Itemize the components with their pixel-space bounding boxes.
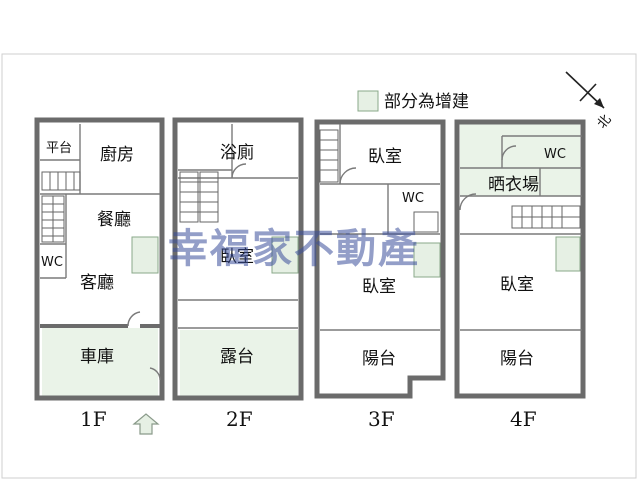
1f-room-dining: 餐廳 bbox=[97, 210, 131, 230]
3f-stairs bbox=[319, 129, 439, 233]
3f-room-balcony: 陽台 bbox=[362, 349, 396, 369]
1f-room-kitchen: 廚房 bbox=[100, 144, 134, 165]
1f-room-garage: 車庫 bbox=[80, 347, 114, 367]
1f-room-wc: WC bbox=[41, 255, 63, 270]
floor-3f: 臥室 WC 臥室 陽台 3F bbox=[314, 119, 446, 431]
3f-room-bedroom-2: 臥室 bbox=[362, 277, 396, 297]
floor-1f: 平台 廚房 餐廳 WC 客廳 車庫 1F bbox=[34, 117, 165, 435]
4f-room-laundry: 晒衣場 bbox=[488, 175, 539, 195]
1f-stairs bbox=[41, 171, 81, 243]
2f-stairs bbox=[179, 171, 219, 223]
1f-room-living: 客廳 bbox=[80, 273, 114, 293]
legend-swatch bbox=[357, 90, 379, 112]
1f-room-platform: 平台 bbox=[46, 141, 72, 156]
2f-room-bedroom: 臥室 bbox=[220, 247, 254, 267]
2f-label: 2F bbox=[226, 407, 253, 431]
4f-room-balcony: 陽台 bbox=[500, 349, 534, 369]
4f-label: 4F bbox=[510, 407, 537, 431]
2f-room-terrace: 露台 bbox=[220, 347, 254, 367]
2f-room-bath: 浴廁 bbox=[220, 142, 254, 163]
2f-terrace-green bbox=[180, 330, 298, 396]
3f-room-bedroom-1: 臥室 bbox=[368, 147, 402, 167]
compass-label: 北 bbox=[595, 112, 615, 132]
1f-green-patch bbox=[131, 236, 159, 274]
floor-4f: WC 晒衣場 臥室 陽台 4F bbox=[454, 119, 586, 431]
3f-label: 3F bbox=[368, 407, 395, 431]
outer-frame bbox=[1, 53, 637, 479]
floor-2f: 浴廁 臥室 露台 2F bbox=[172, 117, 304, 431]
1f-garage-green bbox=[42, 328, 158, 398]
entrance-arrow-icon bbox=[132, 413, 160, 435]
watermark-text: 幸福家不動產 bbox=[168, 226, 420, 272]
2f-green-patch bbox=[271, 236, 299, 274]
legend-label: 部分為增建 bbox=[384, 92, 469, 112]
4f-stairs bbox=[511, 205, 581, 229]
4f-room-bedroom: 臥室 bbox=[500, 275, 534, 295]
4f-green-patch bbox=[555, 236, 581, 272]
4f-room-wc: WC bbox=[544, 147, 566, 162]
3f-room-wc: WC bbox=[402, 191, 424, 206]
3f-green-patch bbox=[413, 242, 441, 278]
1f-label: 1F bbox=[80, 407, 107, 431]
